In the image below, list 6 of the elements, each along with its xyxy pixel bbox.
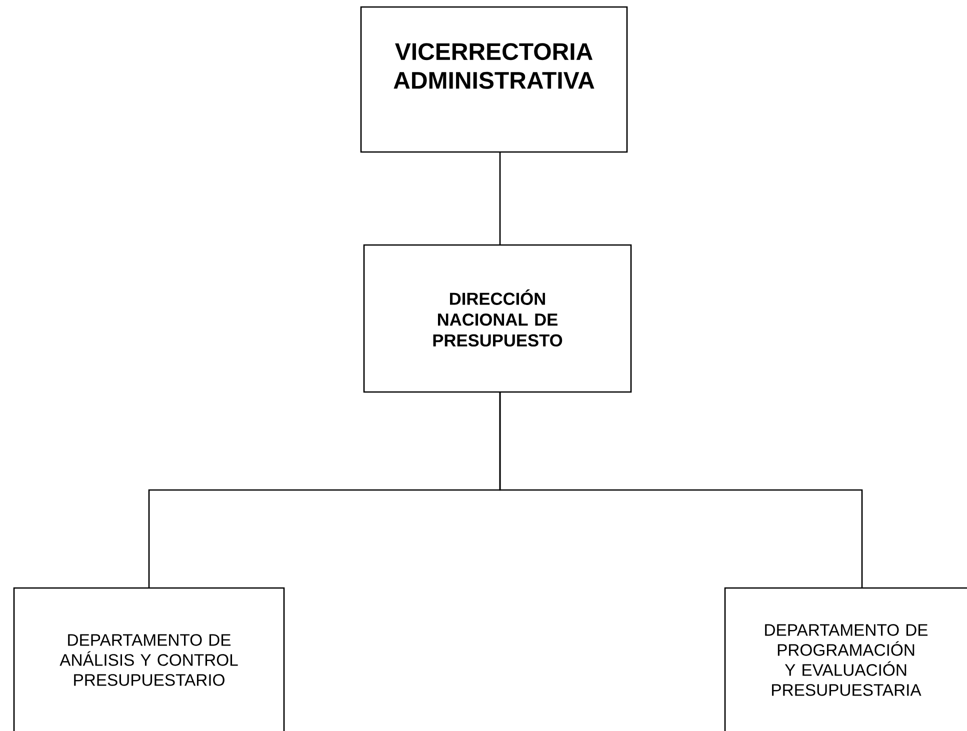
org-box: VICERRECTORIA ADMINISTRATIVA [360, 6, 628, 153]
connector-line [499, 152, 501, 245]
org-box: DEPARTAMENTO DE ANÁLISIS Y CONTROL PRESUPUESTARIO [13, 587, 285, 731]
org-box: DIRECCIÓN NACIONAL DE PRESUPUESTO [363, 244, 632, 393]
org-box: DEPARTAMENTO DE PROGRAMACIÓN Y EVALUACIÓN PRESUPUESTARIA [724, 587, 967, 731]
connector-line [499, 392, 863, 588]
